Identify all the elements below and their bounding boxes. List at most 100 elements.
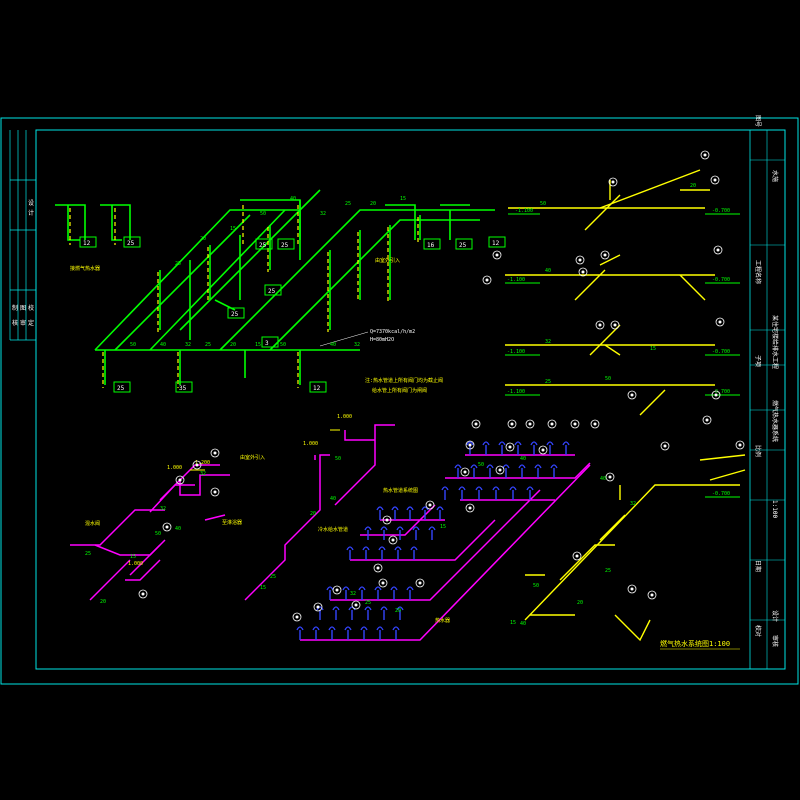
pipe-size-label: 15 bbox=[230, 226, 236, 232]
pipe-size-label: 32 bbox=[200, 471, 206, 477]
reference-node bbox=[332, 585, 342, 595]
elev-label: -1.100 bbox=[515, 208, 533, 214]
fixture-box: 12 bbox=[309, 381, 327, 393]
shower-head bbox=[360, 626, 368, 640]
reference-node bbox=[572, 551, 582, 561]
left-strip-label: 图 bbox=[20, 305, 26, 312]
shower-head bbox=[534, 464, 542, 478]
pipe-size-label: 40 bbox=[160, 342, 166, 348]
shower-head bbox=[482, 441, 490, 455]
fixture-box: 16 bbox=[423, 238, 441, 250]
reference-node bbox=[313, 602, 323, 612]
riser-diagonal-3 bbox=[219, 209, 495, 351]
shower-head bbox=[550, 464, 558, 478]
shower-head-array bbox=[296, 441, 570, 640]
pipe-size-label: 40 bbox=[520, 456, 526, 462]
pipe-size-label: 20 bbox=[577, 600, 583, 606]
right-title-block: 图号水施工程名称某住宅楼给排水工程子项燃气热水器系统比例1:100日期设计校对审… bbox=[749, 115, 785, 669]
pipe-size-label: 32 bbox=[320, 211, 326, 217]
fixture-box: 25 bbox=[264, 284, 282, 296]
shower-head bbox=[406, 506, 414, 520]
reference-node bbox=[192, 460, 202, 470]
outer-border bbox=[0, 117, 799, 685]
fixture-box-number: 25 bbox=[259, 242, 267, 249]
reference-node bbox=[702, 415, 712, 425]
fixture-box-number: 35 bbox=[179, 385, 187, 392]
pipe-size-label: 15 bbox=[650, 346, 656, 352]
shower-head bbox=[391, 506, 399, 520]
cold-water-isometric-system bbox=[55, 189, 495, 385]
pipe-size-label: 20 bbox=[200, 236, 206, 242]
reference-node bbox=[538, 445, 548, 455]
shower-head bbox=[312, 626, 320, 640]
note-flow: Q=7370kcal/h/m2 bbox=[370, 329, 415, 335]
shower-head bbox=[362, 546, 370, 560]
reference-node bbox=[700, 150, 710, 160]
shower-head bbox=[428, 526, 436, 540]
elev-label: -0.700 bbox=[712, 277, 730, 283]
pipe-size-label: 15 bbox=[255, 342, 261, 348]
label-to-heater: 接燃气热水器 bbox=[70, 265, 100, 272]
left-strip-label: 定 bbox=[28, 319, 34, 327]
pipe-size-label: 15 bbox=[510, 620, 516, 626]
reference-node bbox=[735, 440, 745, 450]
riser-diagonal-4 bbox=[269, 219, 480, 351]
label-hot-water-system: 热水管道系统图 bbox=[383, 487, 418, 494]
elev-label: -0.700 bbox=[712, 389, 730, 395]
fixture-box: 25 bbox=[277, 238, 295, 250]
pipe-size-label: 32 bbox=[185, 342, 191, 348]
reference-node bbox=[627, 390, 637, 400]
reference-node bbox=[382, 515, 392, 525]
fixture-box-number: 25 bbox=[268, 288, 276, 295]
pipe-size-label: 40 bbox=[330, 342, 336, 348]
shower-head bbox=[346, 546, 354, 560]
title-block-text: 比例 bbox=[754, 445, 762, 457]
reference-node bbox=[507, 419, 517, 429]
left-strip-label: 核 bbox=[12, 319, 18, 327]
reference-node bbox=[715, 317, 725, 327]
reference-node bbox=[547, 419, 557, 429]
title-block-text: 1:100 bbox=[771, 500, 778, 518]
pipe-size-label: 50 bbox=[533, 583, 539, 589]
reference-node bbox=[595, 320, 605, 330]
shower-head bbox=[406, 586, 414, 600]
pipe-size-label: 40 bbox=[175, 526, 181, 532]
elev-label: 1.000 bbox=[337, 414, 352, 420]
title-block-text: 燃气热水器系统 bbox=[771, 400, 779, 442]
shower-head bbox=[326, 586, 334, 600]
shower-head bbox=[466, 441, 474, 455]
pipe-size-label: 25 bbox=[365, 600, 371, 606]
reference-node bbox=[425, 500, 435, 510]
shower-head bbox=[358, 586, 366, 600]
reference-node bbox=[415, 578, 425, 588]
drawing-title: 燃气热水系统图1:100 bbox=[660, 639, 730, 648]
shower-head bbox=[441, 486, 449, 500]
shower-head bbox=[486, 464, 494, 478]
gas-supply-pipes bbox=[70, 424, 591, 641]
pipe-size-label: 25 bbox=[270, 574, 276, 580]
reference-node bbox=[210, 448, 220, 458]
hot-water-branch-systems bbox=[505, 169, 746, 642]
pipe-size-label: 40 bbox=[545, 268, 551, 274]
shower-head bbox=[546, 441, 554, 455]
reference-node bbox=[162, 522, 172, 532]
shower-head bbox=[394, 546, 402, 560]
reference-node bbox=[175, 475, 185, 485]
pipe-size-label: 25 bbox=[205, 342, 211, 348]
note-valves-2: 给水管上所有阀门为闸阀 bbox=[372, 387, 427, 394]
title-block-text: 日期 bbox=[754, 560, 762, 572]
pipe-size-label: 40 bbox=[330, 496, 336, 502]
fixture-box: 25 bbox=[455, 238, 473, 250]
pipe-size-label: 15 bbox=[440, 524, 446, 530]
shower-head bbox=[380, 526, 388, 540]
elev-label: -1.100 bbox=[507, 277, 525, 283]
reference-node bbox=[471, 419, 481, 429]
shower-head bbox=[342, 586, 350, 600]
note-leader bbox=[319, 331, 369, 347]
reference-node bbox=[465, 503, 475, 513]
riser-diagonal-6 bbox=[179, 189, 321, 331]
shower-head bbox=[344, 626, 352, 640]
label-heater: 由室外引入 bbox=[240, 454, 265, 461]
shower-head bbox=[412, 526, 420, 540]
